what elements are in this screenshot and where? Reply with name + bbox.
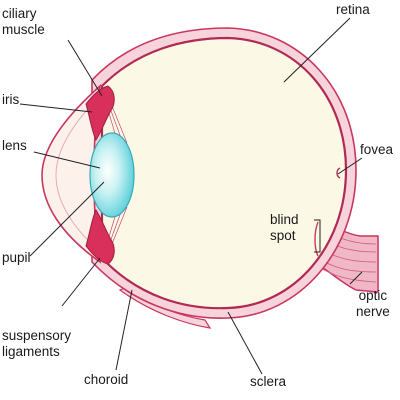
label-fovea: fovea <box>360 142 394 157</box>
anterior-chamber <box>55 95 101 253</box>
label-lens: lens <box>2 138 27 153</box>
lens-shape <box>89 132 135 218</box>
iris-upper <box>85 85 115 141</box>
iris-lower <box>85 209 115 265</box>
label-iris: iris <box>2 92 20 107</box>
blind-spot-notch <box>314 221 319 257</box>
retina-layer <box>100 36 348 310</box>
leader-lines <box>19 17 363 375</box>
label-ciliary-muscle: ciliary muscle <box>2 6 45 37</box>
label-sclera: sclera <box>250 374 287 389</box>
label-blind-spot: blind spot <box>270 212 299 243</box>
label-choroid: choroid <box>84 372 129 387</box>
label-pupil: pupil <box>2 250 31 265</box>
label-suspensory-ligaments: suspensory ligaments <box>2 328 72 359</box>
fovea-dip <box>336 167 341 179</box>
label-retina: retina <box>336 2 370 17</box>
label-optic-nerve: optic nerve <box>356 288 390 319</box>
